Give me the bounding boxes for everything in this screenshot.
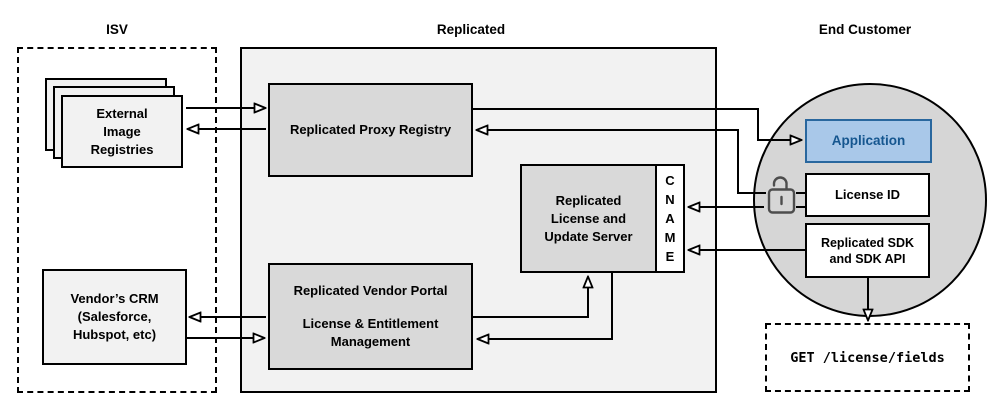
cname-node: C N A M E (655, 164, 685, 273)
cname-letter: E (665, 249, 675, 264)
license-id-label: License ID (834, 187, 901, 202)
registries-label-line: External (96, 105, 148, 121)
vendor-crm-node: Vendor’s CRM (Salesforce, Hubspot, etc) (42, 269, 187, 365)
license-server-label-line: Replicated (555, 192, 622, 208)
isv-section-title: ISV (106, 22, 128, 37)
replicated-license-update-server-node: Replicated License and Update Server (520, 164, 657, 273)
crm-label-line: Vendor’s CRM (70, 291, 159, 306)
proxy-registry-label: Replicated Proxy Registry (289, 122, 452, 137)
sdk-label-line: Replicated SDK (820, 235, 915, 250)
isv-section-container (17, 47, 217, 393)
sdk-label-line: and SDK API (829, 251, 906, 266)
replicated-vendor-portal-node: Replicated Vendor Portal License & Entit… (268, 263, 473, 370)
replicated-sdk-node: Replicated SDK and SDK API (805, 223, 930, 278)
external-image-registries-node: External Image Registries (61, 95, 183, 168)
crm-label-line: (Salesforce, (77, 309, 152, 324)
cname-letter: A (665, 211, 675, 226)
vendor-portal-subtitle-line: License & Entitlement (302, 316, 439, 331)
license-server-label-line: License and (550, 210, 627, 226)
get-license-fields-node: GET /license/fields (765, 323, 970, 392)
crm-label-line: Hubspot, etc) (72, 327, 157, 342)
cname-letter: N (665, 192, 675, 207)
cname-letter: C (665, 173, 675, 188)
end-customer-section-title: End Customer (818, 22, 912, 37)
application-node: Application (805, 119, 932, 163)
vendor-portal-subtitle-line: Management (330, 334, 411, 349)
license-id-node: License ID (805, 173, 930, 217)
registries-label-line: Registries (90, 141, 154, 157)
replicated-proxy-registry-node: Replicated Proxy Registry (268, 83, 473, 177)
vendor-portal-title: Replicated Vendor Portal (293, 283, 448, 298)
application-label: Application (831, 133, 906, 148)
get-endpoint-label: GET /license/fields (790, 349, 945, 366)
license-server-label-line: Update Server (544, 228, 633, 244)
registries-label-line: Image (103, 123, 141, 139)
cname-letter: M (664, 230, 676, 245)
replicated-section-title: Replicated (436, 22, 506, 37)
